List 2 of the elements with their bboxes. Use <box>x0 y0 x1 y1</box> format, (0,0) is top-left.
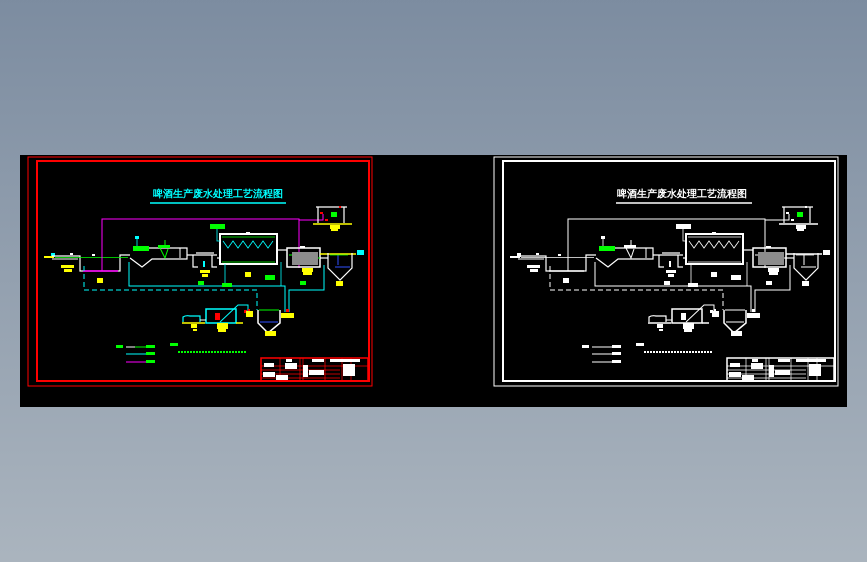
drawing-title: 啤酒生产废水处理工艺流程图 <box>153 189 283 201</box>
drawing-title: 啤酒生产废水处理工艺流程图 <box>617 189 747 201</box>
